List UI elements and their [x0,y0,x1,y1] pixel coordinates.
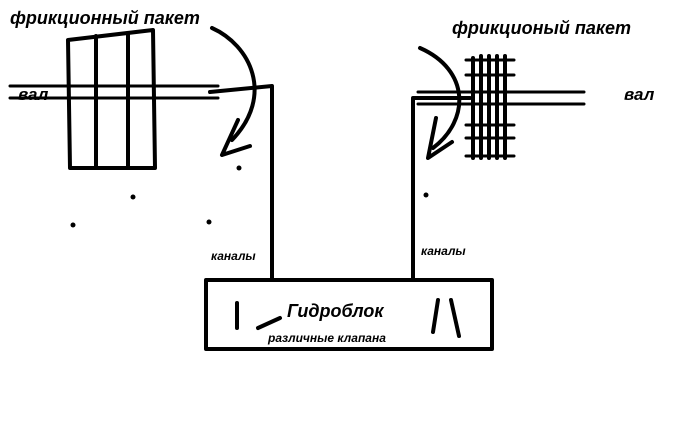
label-shaft-right: вал [624,85,655,104]
friction-pack-right [464,54,516,160]
label-friction-pack-right: фрикционый пакет [452,18,631,38]
valve-mark-3 [431,298,440,334]
channel-line-left [208,84,274,280]
dot [236,165,242,171]
dots [70,165,429,228]
valve-mark-2 [256,316,282,330]
rotation-arrow-right-curve [418,46,462,150]
shaft-left [8,84,220,100]
dot [206,219,212,225]
label-friction-pack-left: фрикционный пакет [10,8,200,28]
rotation-arrow-right [418,46,462,160]
dot [70,222,76,228]
shaft-right [416,90,586,106]
label-hydro-block: Гидроблок [287,301,384,321]
label-valves: различные клапана [267,331,386,345]
label-channels-left: каналы [211,249,256,263]
rotation-arrow-left-curve [210,26,257,142]
hydro-block-frame [204,278,494,351]
friction-pack-left [66,28,157,170]
label-channels-right: каналы [421,244,466,258]
label-shaft-left: вал [18,85,49,104]
dot [130,194,136,200]
rotation-arrow-left-head [220,118,252,157]
rotation-arrow-right-head [426,116,454,160]
valve-mark-4 [449,298,461,338]
dot [423,192,429,198]
rotation-arrow-left [210,26,257,157]
hydro-block [204,278,494,351]
friction-pack-left-frame [66,28,157,170]
channel-line-right [411,96,472,280]
